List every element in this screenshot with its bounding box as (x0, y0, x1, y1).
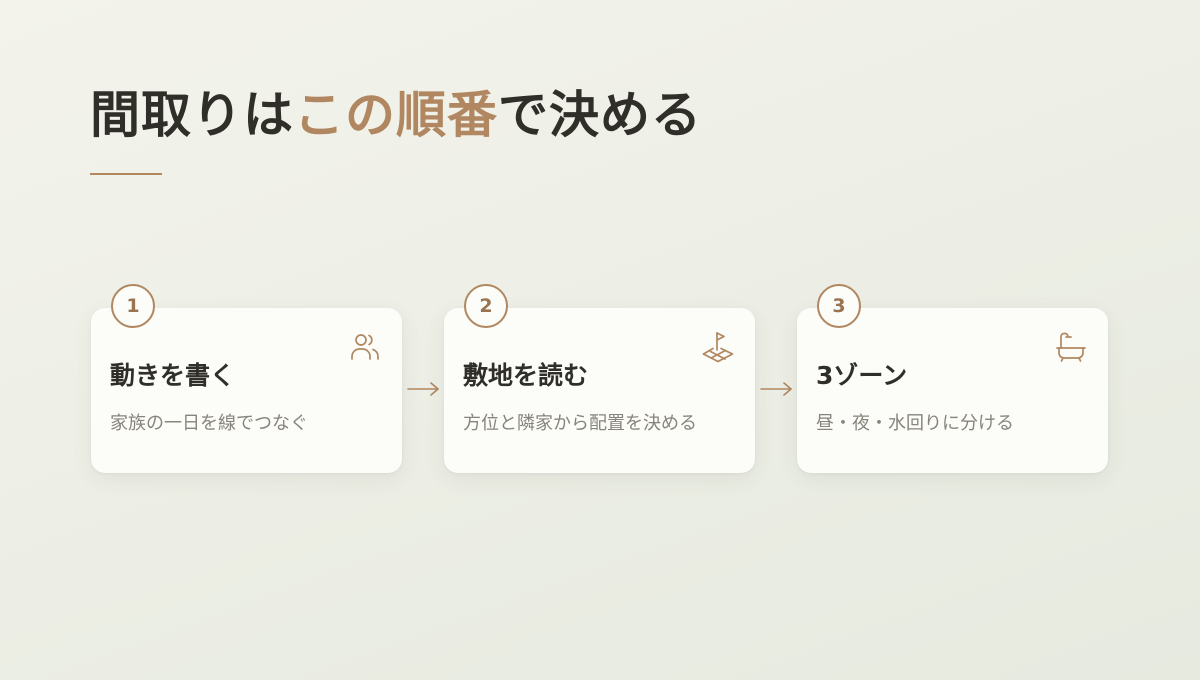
step-number-badge: 3 (817, 284, 861, 328)
step-card-3: 3 3ゾーン 昼・夜・水回りに分ける (797, 284, 1108, 473)
step-number-badge: 2 (464, 284, 508, 328)
site-flag-icon (701, 330, 735, 364)
step-number-badge: 1 (111, 284, 155, 328)
people-icon (348, 330, 382, 364)
step-description: 昼・夜・水回りに分ける (816, 413, 1014, 434)
title-prefix: 間取りは (90, 86, 294, 144)
step-title: 3ゾーン (816, 361, 908, 390)
step-description: 方位と隣家から配置を決める (463, 413, 697, 434)
arrow-right-icon (407, 379, 441, 399)
title-underline (90, 173, 162, 175)
title-accent: この順番 (294, 86, 498, 144)
step-description: 家族の一日を線でつなぐ (110, 413, 308, 434)
step-title: 敷地を読む (463, 361, 589, 390)
arrow-right-icon (760, 379, 794, 399)
title-suffix: で決める (498, 86, 702, 144)
step-title: 動きを書く (110, 361, 236, 390)
page-title: 間取りはこの順番で決める (90, 82, 702, 148)
step-card-2: 2 敷地を読む 方位と隣家から配置を決める (444, 284, 755, 473)
bathtub-icon (1054, 330, 1088, 364)
step-card-1: 1 動きを書く 家族の一日を線でつなぐ (91, 284, 402, 473)
